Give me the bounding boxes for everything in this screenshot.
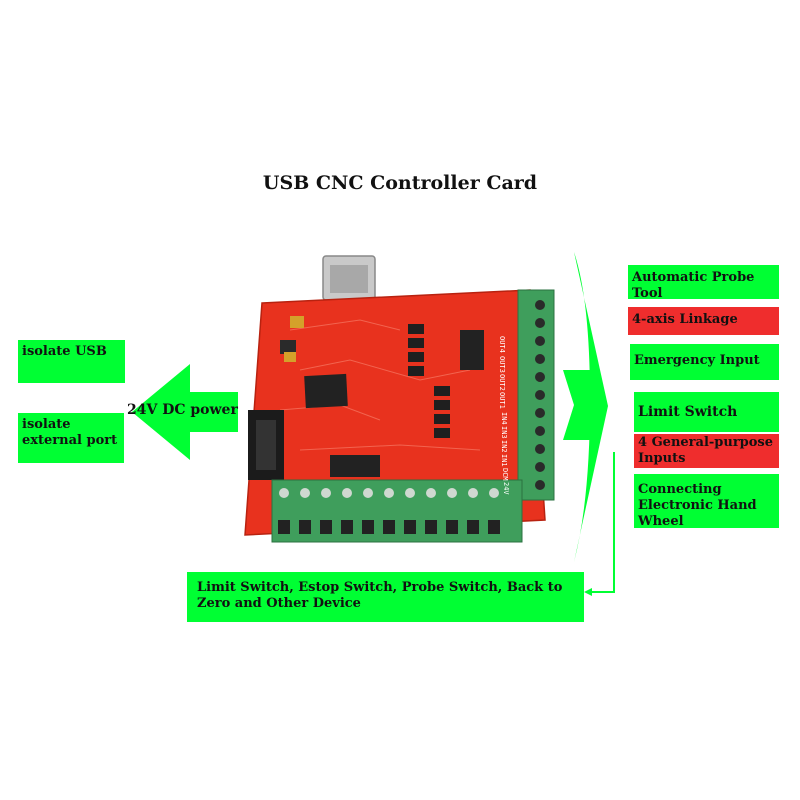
bottom-terminal-screws	[279, 488, 499, 498]
isolate-usb-label: isolate USB	[18, 340, 125, 383]
capacitor-2	[284, 352, 296, 362]
silkscreen-dcm: DCM	[501, 468, 509, 481]
general-purpose-inputs-label: 4 General-purpose Inputs	[634, 434, 779, 468]
silkscreen-in4: IN4	[500, 412, 508, 425]
connector-arrowhead	[584, 588, 592, 596]
hand-wheel-label: Connecting Electronic Hand Wheel	[634, 474, 779, 529]
connector-line	[588, 452, 615, 593]
silkscreen-in3: IN3	[500, 426, 508, 439]
silkscreen-24v: 24V	[502, 482, 510, 495]
page-title: USB CNC Controller Card	[262, 172, 538, 194]
automatic-probe-tool-text: Automatic Probe Tool	[632, 270, 755, 301]
isolator-chip	[330, 455, 380, 477]
microcontroller-chip	[304, 373, 348, 409]
right-arrow-body	[563, 370, 590, 440]
silkscreen-out2: OUT2	[498, 374, 506, 391]
optocouplers	[408, 324, 450, 438]
silkscreen-out1: OUT1	[498, 392, 506, 409]
silkscreen-in2: IN2	[500, 440, 508, 453]
isolate-port-text: isolate external port	[22, 417, 118, 448]
right-chevron-arrow	[574, 252, 608, 562]
driver-chip	[460, 330, 484, 370]
capacitor	[290, 316, 304, 328]
general-purpose-inputs-text: 4 General-purpose Inputs	[638, 435, 774, 466]
axis-linkage-text: 4-axis Linkage	[632, 312, 738, 327]
limit-switch-label: Limit Switch	[634, 392, 779, 432]
silkscreen-in1: IN1	[500, 454, 508, 467]
isolate-port-label: isolate external port	[18, 413, 124, 463]
power-label: 24V DC power	[127, 402, 238, 418]
bottom-devices-label: Limit Switch, Estop Switch, Probe Switch…	[187, 572, 584, 622]
automatic-probe-tool-label: Automatic Probe Tool	[628, 265, 779, 301]
power-arrow	[132, 364, 238, 460]
bottom-terminal-slots	[278, 520, 500, 534]
emergency-input-text: Emergency Input	[634, 353, 760, 368]
bottom-devices-text: Limit Switch, Estop Switch, Probe Switch…	[197, 580, 563, 611]
silkscreen-labels: OUT4 OUT3 OUT2 OUT1 IN4 IN3 IN2 IN1 DCM …	[498, 336, 510, 495]
hand-wheel-text: Connecting Electronic Hand Wheel	[638, 482, 757, 529]
emergency-input-label: Emergency Input	[630, 344, 779, 380]
axis-linkage-label: 4-axis Linkage	[628, 307, 779, 335]
isolate-usb-text: isolate USB	[22, 344, 107, 359]
silkscreen-out4: OUT4	[498, 336, 506, 353]
silkscreen-out3: OUT3	[498, 356, 506, 373]
limit-switch-text: Limit Switch	[638, 404, 738, 420]
bottom-terminal-block	[271, 479, 523, 543]
usb-connector-inner	[330, 265, 368, 293]
right-terminal-screws	[535, 300, 545, 490]
idc-connector-inner	[256, 420, 276, 470]
power-chip	[280, 340, 296, 354]
